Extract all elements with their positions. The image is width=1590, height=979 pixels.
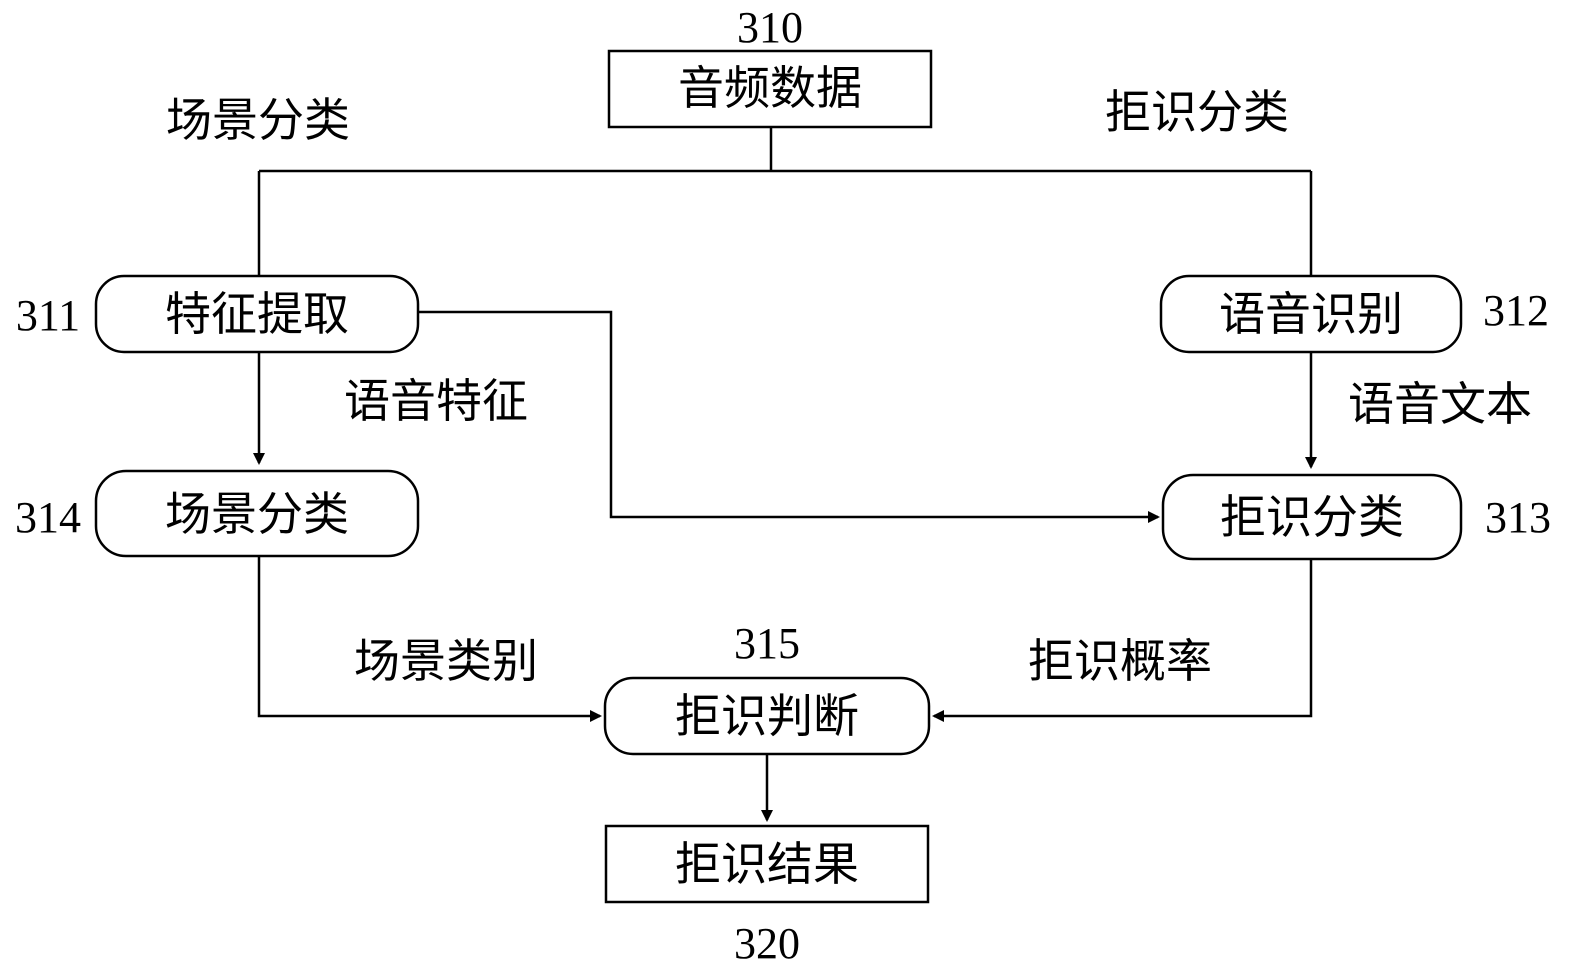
node-rejection-classification-label: 拒识分类 xyxy=(1220,490,1404,544)
node-feature-extraction: 特征提取 xyxy=(94,274,420,354)
label-speech-text: 语音文本 xyxy=(1348,377,1532,431)
label-scene-category: 场景类别 xyxy=(354,634,538,688)
node-scene-classification: 场景分类 xyxy=(94,469,420,558)
node-feature-extraction-label: 特征提取 xyxy=(165,287,349,341)
ref-320: 320 xyxy=(734,919,800,968)
node-speech-recognition: 语音识别 xyxy=(1159,274,1463,354)
node-audio-data: 音频数据 xyxy=(607,49,933,129)
ref-314: 314 xyxy=(15,493,81,542)
edge-feature-to-rejection-classification xyxy=(418,310,1160,523)
edge-scene-to-judgment xyxy=(257,556,602,722)
node-audio-data-label: 音频数据 xyxy=(678,61,862,115)
node-scene-classification-label: 场景分类 xyxy=(165,487,349,541)
node-speech-recognition-label: 语音识别 xyxy=(1219,287,1403,341)
ref-310: 310 xyxy=(737,3,803,52)
ref-315: 315 xyxy=(734,619,800,668)
node-rejection-judgment-label: 拒识判断 xyxy=(675,689,859,743)
label-speech-features: 语音特征 xyxy=(344,374,528,428)
node-rejection-judgment: 拒识判断 xyxy=(603,676,931,756)
label-rejection-branch: 拒识分类 xyxy=(1105,85,1289,139)
ref-311: 311 xyxy=(16,291,80,340)
label-rejection-probability: 拒识概率 xyxy=(1028,634,1212,688)
node-rejection-result: 拒识结果 xyxy=(604,824,930,904)
edge-labels: 场景分类 拒识分类 语音特征 语音文本 场景类别 拒识概率 xyxy=(166,85,1532,688)
node-rejection-result-label: 拒识结果 xyxy=(675,837,859,891)
reference-numbers: 310 311 312 313 314 315 320 xyxy=(15,3,1551,968)
ref-313: 313 xyxy=(1485,493,1551,542)
label-scene-branch: 场景分类 xyxy=(166,93,350,147)
edges xyxy=(253,127,1317,822)
ref-312: 312 xyxy=(1483,286,1549,335)
edge-rejection-classification-to-judgment xyxy=(932,559,1313,722)
node-rejection-classification: 拒识分类 xyxy=(1161,473,1463,561)
